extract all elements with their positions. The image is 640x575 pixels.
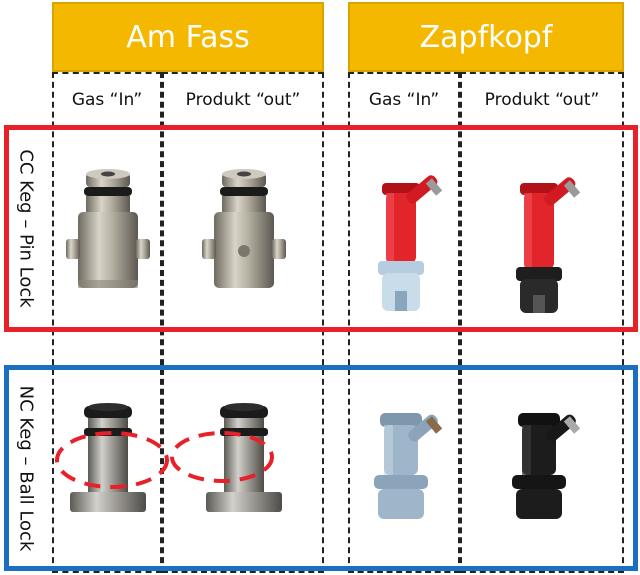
cc-keg-row-frame xyxy=(4,125,638,332)
ball-lock-produkt-connector-image xyxy=(464,400,622,530)
ball-lock-difference-highlight xyxy=(55,431,274,489)
nc-keg-row-frame xyxy=(4,365,638,571)
nc-keg-row-label: NC Keg – Ball Lock xyxy=(15,385,37,551)
column-heading-fass-produkt: Produkt “out” xyxy=(185,90,301,110)
pin-lock-gas-post-image xyxy=(56,160,160,300)
column-frame-fass-produkt xyxy=(162,72,324,573)
zapfkopf-header: Zapfkopf xyxy=(348,2,624,72)
ball-lock-gas-connector-image xyxy=(352,400,458,530)
pin-lock-produkt-connector-image xyxy=(464,170,622,320)
pin-lock-gas-connector-image xyxy=(352,170,458,320)
ball-lock-produkt-post-image xyxy=(166,395,322,525)
column-frame-zapf-produkt xyxy=(460,72,624,573)
am-fass-header: Am Fass xyxy=(52,2,324,72)
column-heading-zapf-produkt: Produkt “out” xyxy=(484,90,600,110)
column-heading-fass-gas: Gas “In” xyxy=(71,90,143,110)
ball-lock-gas-post-image xyxy=(56,395,160,525)
column-heading-zapf-gas: Gas “In” xyxy=(368,90,440,110)
column-frame-fass-gas xyxy=(52,72,162,573)
cc-keg-row-label: CC Keg – Pin Lock xyxy=(15,149,37,308)
pin-lock-produkt-post-image xyxy=(166,160,322,300)
column-frame-zapf-gas xyxy=(348,72,460,573)
